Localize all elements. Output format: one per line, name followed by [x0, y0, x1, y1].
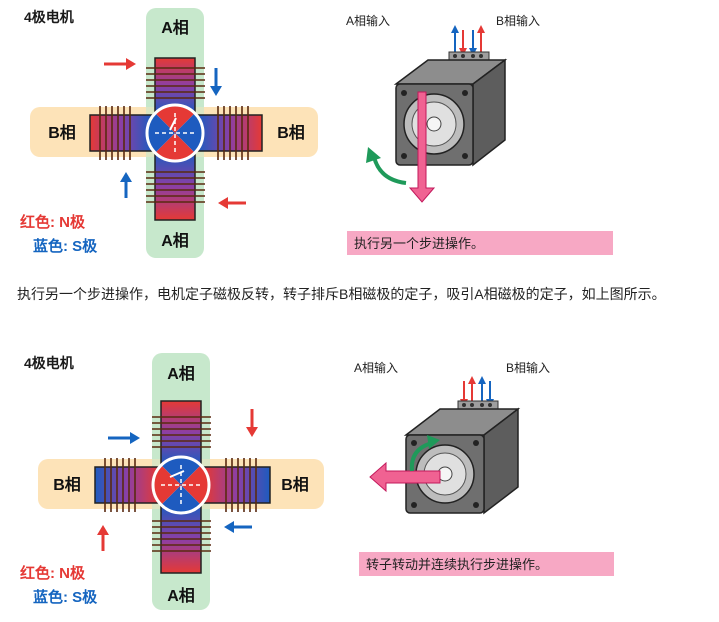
phase-b-left-label: B相 [48, 123, 76, 142]
diagram-panel-2: 4极电机 A相 A相 B相 B相 红色: N极 蓝色: S极 A相输入 B相输入 [0, 343, 719, 622]
coil-top [146, 67, 205, 99]
coil-bottom [146, 171, 205, 203]
rotor [151, 455, 211, 515]
motor-title: 4极电机 [24, 9, 74, 25]
motor-title: 4极电机 [24, 355, 74, 371]
caption-box [347, 231, 613, 255]
current-arrow-red-1 [104, 58, 136, 70]
current-arrow-red-2 [218, 197, 246, 209]
coil-top [152, 416, 211, 448]
coil-left [99, 106, 131, 160]
current-arrow-blue-1 [108, 432, 140, 444]
phase-a-top-label: A相 [161, 18, 189, 37]
stator-pole-right [203, 466, 271, 504]
rotation-arrow-green [366, 147, 407, 185]
stepper-motor-body [393, 51, 508, 167]
caption: 转子转动并连续执行步进操作。 [366, 557, 548, 572]
legend-north: 红色: N极 [20, 213, 86, 231]
input-a-label: A相输入 [354, 360, 398, 375]
phase-b-right-label: B相 [277, 123, 305, 142]
rotor [145, 103, 205, 163]
rotor-direction-arrow [408, 91, 436, 203]
coil-left [104, 458, 136, 512]
phase-b-left-label: B相 [53, 475, 81, 494]
caption: 执行另一个步进操作。 [354, 236, 484, 251]
legend-south: 蓝色: S极 [33, 588, 98, 606]
input-wires [451, 25, 485, 56]
description-paragraph: 执行另一个步进操作，电机定子磁极反转，转子排斥B相磁极的定子，吸引A相磁极的定子… [17, 286, 666, 302]
caption-box [359, 552, 614, 576]
phase-a-top-label: A相 [167, 364, 195, 383]
coil-bottom [152, 520, 211, 552]
current-arrow-blue-2 [224, 521, 252, 533]
current-arrow-blue-1 [210, 68, 222, 96]
coil-right [225, 458, 257, 512]
legend-south: 蓝色: S极 [33, 237, 98, 255]
rotor-direction-arrow [369, 461, 441, 493]
stepper-motor-body [403, 400, 521, 515]
current-arrow-red-1 [246, 409, 258, 437]
current-arrow-red-2 [97, 525, 109, 551]
legend-north: 红色: N极 [20, 564, 86, 582]
stator-pole-top [160, 400, 202, 466]
input-a-label: A相输入 [346, 13, 390, 28]
coil-right [217, 106, 249, 160]
input-b-label: B相输入 [496, 13, 540, 28]
stator-pole-bottom [154, 151, 196, 221]
phase-a-bottom-label: A相 [167, 586, 195, 605]
current-arrow-blue-2 [120, 172, 132, 198]
phase-a-bottom-label: A相 [161, 231, 189, 250]
rotation-arrow-green [409, 435, 440, 472]
input-b-label: B相输入 [506, 360, 550, 375]
phase-b-right-label: B相 [281, 475, 309, 494]
diagram-panel-1: 4极电机 A相 A相 B相 B相 红色: N极 蓝色: S极 A [0, 0, 719, 270]
